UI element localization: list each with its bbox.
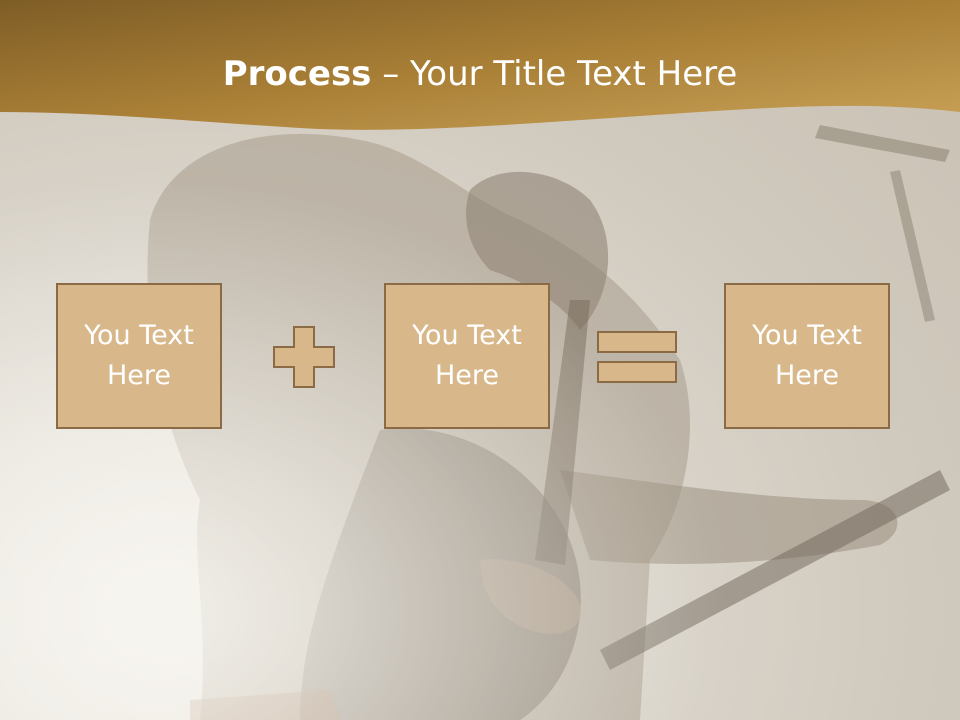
slide-title: Process – Your Title Text Here	[0, 50, 960, 98]
equals-icon	[597, 331, 677, 383]
text-box-label: You Text Here	[84, 320, 194, 391]
title-bold: Process	[222, 54, 372, 94]
header-banner	[0, 0, 960, 130]
text-box-3[interactable]: You Text Here	[724, 283, 890, 429]
title-rest: – Your Title Text Here	[371, 54, 738, 94]
plus-icon	[273, 326, 335, 388]
text-box-label: You Text Here	[752, 320, 862, 391]
text-box-label: You Text Here	[412, 320, 522, 391]
text-box-1[interactable]: You Text Here	[56, 283, 222, 429]
text-box-2[interactable]: You Text Here	[384, 283, 550, 429]
